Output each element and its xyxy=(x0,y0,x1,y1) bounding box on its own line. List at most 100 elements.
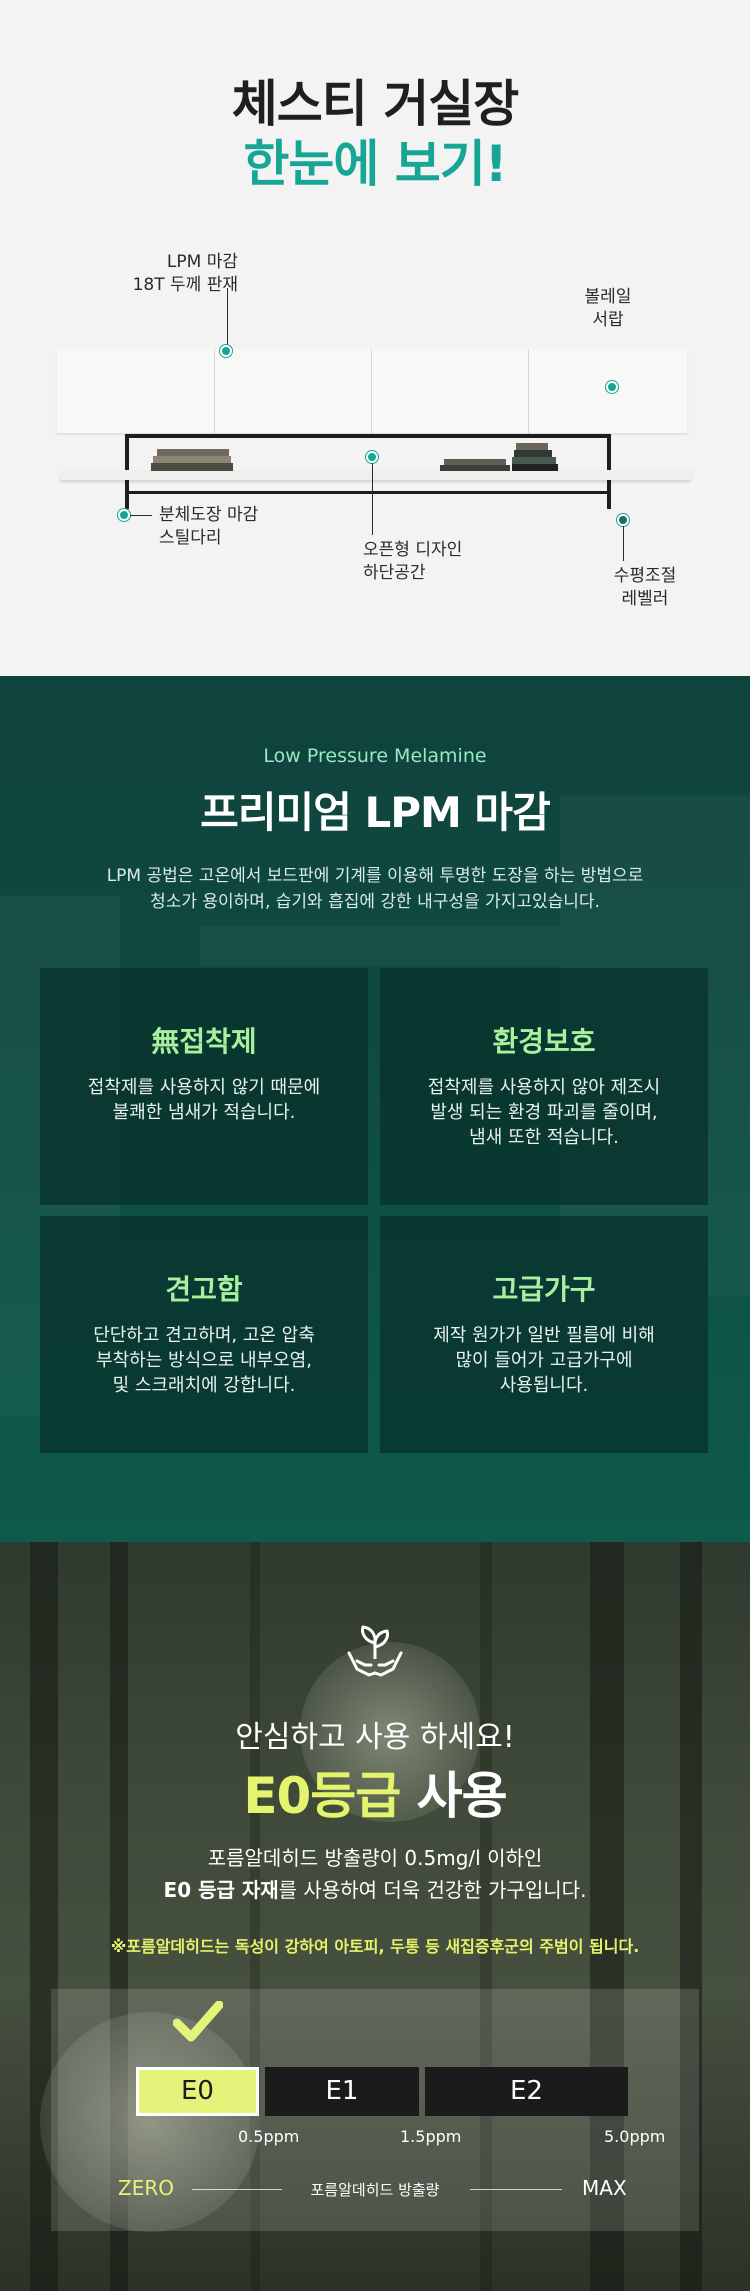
door-divider xyxy=(214,349,215,434)
scale-line-right xyxy=(470,2189,562,2190)
grade-e2: E2 xyxy=(425,2067,628,2116)
legs-label-line1: 분체도장 마감 xyxy=(159,505,259,525)
open-space-label-line1: 오픈형 디자인 xyxy=(363,540,463,560)
feature-card-text: 접착제를 사용하지 않아 제조시 발생 되는 환경 파괴를 줄이며, 냄새 또한… xyxy=(390,1075,698,1150)
steel-frame-top xyxy=(125,434,607,438)
background-decoration xyxy=(200,926,560,966)
bottom-shelf xyxy=(60,470,694,480)
forest-tree xyxy=(250,1542,260,2291)
scale-min-label: ZERO xyxy=(118,2176,174,2200)
leveler-label: 수평조절 레벨러 xyxy=(590,565,700,611)
feature-card-line: 많이 들어가 고급가구에 xyxy=(455,1350,633,1371)
drawer-label: 볼레일 서랍 xyxy=(558,286,658,332)
scale-label: 포름알데히드 방출량 xyxy=(310,2181,440,2199)
book xyxy=(512,457,556,464)
feature-card-line: 단단하고 견고하며, 고온 압축 xyxy=(93,1325,315,1346)
book xyxy=(151,463,233,471)
drawer-label-line1: 볼레일 xyxy=(584,287,632,307)
forest-tree xyxy=(590,1542,624,2291)
legs-leader-line xyxy=(130,515,152,516)
lpm-subtitle: Low Pressure Melamine xyxy=(263,745,487,767)
feature-card-line: 발생 되는 환경 파괴를 줄이며, xyxy=(430,1102,658,1123)
e0-grade-section: 안심하고 사용 하세요! E0등급 사용 포름알데히드 방출량이 0.5mg/l… xyxy=(0,1542,750,2291)
leveler-leader-line xyxy=(623,526,624,561)
leveler-label-line2: 레벨러 xyxy=(621,589,669,609)
feature-card-line: 제작 원가가 일반 필름에 비해 xyxy=(433,1325,655,1346)
legs-label-line2: 스틸다리 xyxy=(159,528,222,548)
lpm-label-line2: 18T 두께 판재 xyxy=(132,275,238,295)
feature-card-line: 접착제를 사용하지 않아 제조시 xyxy=(427,1077,661,1098)
drawer-label-line2: 서랍 xyxy=(592,310,624,330)
lpm-hotspot[interactable] xyxy=(220,345,232,357)
feature-card-line: 및 스크래치에 강합니다. xyxy=(112,1375,296,1396)
grade-e1: E1 xyxy=(265,2067,419,2116)
formaldehyde-warning: ※포름알데히드는 독성이 강하여 아토피, 두통 등 새집증후군의 주범이 됩니… xyxy=(110,1937,640,1956)
overview-subtitle: 한눈에 보기! xyxy=(243,135,507,193)
feature-card-title: 고급가구 xyxy=(492,1273,596,1306)
feature-card-premium: 고급가구 제작 원가가 일반 필름에 비해 많이 들어가 고급가구에 사용됩니다… xyxy=(380,1216,708,1453)
feature-card-line: 사용됩니다. xyxy=(499,1375,589,1396)
eco-hands-sprout-icon xyxy=(347,1625,403,1677)
legs-label: 분체도장 마감 스틸다리 xyxy=(159,504,319,550)
feature-card-line: 접착제를 사용하지 않기 때문에 xyxy=(87,1077,321,1098)
e0-description-rest: 를 사용하여 더욱 건강한 가구입니다. xyxy=(278,1878,587,1902)
book xyxy=(153,456,231,463)
product-overview-section: 체스티 거실장 한눈에 보기! LPM 마감 18T 두께 판재 볼레일 서 xyxy=(0,0,750,676)
lpm-description-line: 청소가 용이하며, 습기와 흡집에 강한 내구성을 가지고있습니다. xyxy=(150,892,600,912)
steel-frame-bottom xyxy=(125,491,611,494)
e0-grade-title-rest: 사용 xyxy=(400,1767,508,1825)
safety-headline: 안심하고 사용 하세요! xyxy=(235,1720,515,1755)
open-space-leader-line xyxy=(372,463,373,535)
lpm-description: LPM 공법은 고온에서 보드판에 기계를 이용해 투명한 도장을 하는 방법으… xyxy=(0,863,750,915)
legs-hotspot[interactable] xyxy=(118,509,130,521)
e0-grade-highlight: E0등급 xyxy=(243,1767,401,1825)
feature-card-title: 無접착제 xyxy=(151,1025,257,1058)
feature-card-line: 부착하는 방식으로 내부오염, xyxy=(96,1350,312,1371)
sunlight xyxy=(40,2012,260,2232)
feature-card-no-adhesive: 無접착제 접착제를 사용하지 않기 때문에 불쾌한 냄새가 적습니다. xyxy=(40,968,368,1205)
e0-material-emphasis: E0 등급 자재 xyxy=(163,1878,279,1902)
lpm-title: 프리미엄 LPM 마감 xyxy=(200,788,550,837)
ppm-e2: 5.0ppm xyxy=(604,2127,666,2146)
leveler-label-line1: 수평조절 xyxy=(613,566,677,586)
book xyxy=(516,443,548,450)
feature-card-title: 견고함 xyxy=(165,1273,243,1306)
leveler-hotspot[interactable] xyxy=(617,514,629,526)
book xyxy=(512,464,558,471)
e0-description-line: 포름알데히드 방출량이 0.5mg/l 이하인 xyxy=(207,1846,543,1870)
feature-card-text: 제작 원가가 일반 필름에 비해 많이 들어가 고급가구에 사용됩니다. xyxy=(390,1323,698,1398)
forest-tree xyxy=(680,1542,702,2291)
scale-max-label: MAX xyxy=(582,2176,627,2200)
door-divider xyxy=(371,349,372,434)
overview-title: 체스티 거실장 xyxy=(231,75,519,133)
check-icon xyxy=(173,2001,223,2042)
feature-card-title: 환경보호 xyxy=(492,1025,596,1058)
book xyxy=(157,449,229,456)
feature-card-line: 불쾌한 냄새가 적습니다. xyxy=(112,1102,296,1123)
lpm-leader-line xyxy=(227,288,228,348)
e0-description: 포름알데히드 방출량이 0.5mg/l 이하인 E0 등급 자재를 사용하여 더… xyxy=(0,1842,750,1906)
grade-e0: E0 xyxy=(136,2067,259,2116)
feature-card-text: 접착제를 사용하지 않기 때문에 불쾌한 냄새가 적습니다. xyxy=(50,1075,358,1125)
door-divider xyxy=(528,349,529,434)
book xyxy=(440,465,510,471)
ppm-e1: 1.5ppm xyxy=(400,2127,462,2146)
lpm-label: LPM 마감 18T 두께 판재 xyxy=(100,251,238,297)
drawer-hotspot[interactable] xyxy=(606,381,618,393)
open-space-label-line2: 하단공간 xyxy=(363,563,426,583)
open-space-label: 오픈형 디자인 하단공간 xyxy=(363,539,523,585)
e0-grade-title: E0등급 사용 xyxy=(0,1756,750,1828)
feature-card-eco: 환경보호 접착제를 사용하지 않아 제조시 발생 되는 환경 파괴를 줄이며, … xyxy=(380,968,708,1205)
ppm-e0: 0.5ppm xyxy=(238,2127,300,2146)
lpm-description-line: LPM 공법은 고온에서 보드판에 기계를 이용해 투명한 도장을 하는 방법으… xyxy=(106,866,644,886)
forest-tree xyxy=(30,1542,58,2291)
feature-card-line: 냄새 또한 적습니다. xyxy=(469,1127,619,1148)
open-space-hotspot[interactable] xyxy=(366,451,378,463)
book xyxy=(514,450,552,457)
feature-card-durable: 견고함 단단하고 견고하며, 고온 압축 부착하는 방식으로 내부오염, 및 스… xyxy=(40,1216,368,1453)
cabinet-body xyxy=(57,349,687,434)
forest-tree xyxy=(110,1542,128,2291)
feature-card-text: 단단하고 견고하며, 고온 압축 부착하는 방식으로 내부오염, 및 스크래치에… xyxy=(50,1323,358,1398)
lpm-label-line1: LPM 마감 xyxy=(166,252,238,272)
scale-line-left xyxy=(192,2189,282,2190)
